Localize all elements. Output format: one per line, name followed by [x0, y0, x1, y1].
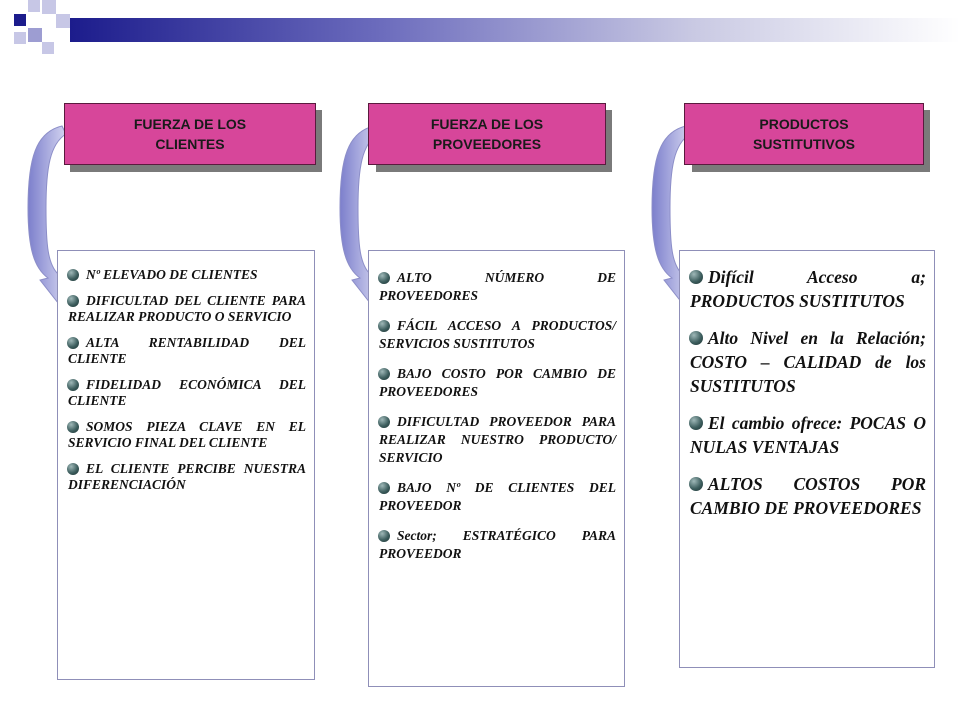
panel-sustitutivos: Difícil Acceso a; PRODUCTOS SUSTITUTOS A…	[679, 250, 935, 668]
header-label: FUERZA DE LOS CLIENTES	[133, 116, 247, 152]
bullet-icon	[378, 530, 390, 542]
bullet-icon	[378, 272, 390, 284]
list-item: BAJO COSTO POR CAMBIO DE PROVEEDORES	[378, 366, 616, 399]
bullet-icon	[378, 320, 390, 332]
bullet-icon	[689, 416, 703, 430]
list-item: DIFICULTAD DEL CLIENTE PARA REALIZAR PRO…	[67, 293, 306, 324]
bullet-icon	[67, 337, 79, 349]
corner-square-light	[42, 42, 54, 54]
list-item: FIDELIDAD ECONÓMICA DEL CLIENTE	[67, 377, 306, 408]
corner-square-light	[14, 32, 26, 44]
title-gradient-bar	[70, 18, 960, 42]
header-productos-sustitutivos: PRODUCTOS SUSTITUTIVOS	[684, 103, 924, 165]
corner-square-light	[56, 14, 70, 28]
list-item: ALTO NÚMERO DE PROVEEDORES	[378, 270, 616, 303]
bullet-icon	[689, 477, 703, 491]
list-item: FÁCIL ACCESO A PRODUCTOS/ SERVICIOS SUST…	[378, 318, 616, 351]
header-label: FUERZA DE LOS PROVEEDORES	[430, 116, 544, 152]
panel-proveedores: ALTO NÚMERO DE PROVEEDORES FÁCIL ACCESO …	[368, 250, 625, 687]
list-item: DIFICULTAD PROVEEDOR PARA REALIZAR NUEST…	[378, 414, 616, 465]
header-fuerza-proveedores: FUERZA DE LOS PROVEEDORES	[368, 103, 606, 165]
bullet-icon	[67, 421, 79, 433]
corner-square-navy	[14, 14, 26, 26]
corner-square-mid	[28, 28, 42, 42]
bullet-icon	[378, 416, 390, 428]
corner-square-light	[28, 0, 40, 12]
header-fuerza-clientes: FUERZA DE LOS CLIENTES	[64, 103, 316, 165]
list-item: EL CLIENTE PERCIBE NUESTRA DIFERENCIACIÓ…	[67, 461, 306, 492]
list-item: El cambio ofrece: POCAS O NULAS VENTAJAS	[689, 413, 926, 457]
list-item: ALTA RENTABILIDAD DEL CLIENTE	[67, 335, 306, 366]
list-item: Nº ELEVADO DE CLIENTES	[67, 267, 306, 283]
list-clientes: Nº ELEVADO DE CLIENTES DIFICULTAD DEL CL…	[67, 267, 306, 493]
list-sustitutivos: Difícil Acceso a; PRODUCTOS SUSTITUTOS A…	[689, 265, 926, 520]
list-item: BAJO Nº DE CLIENTES DEL PROVEEDOR	[378, 480, 616, 513]
list-item: SOMOS PIEZA CLAVE EN EL SERVICIO FINAL D…	[67, 419, 306, 450]
list-item: ALTOS COSTOS POR CAMBIO DE PROVEEDORES	[689, 474, 926, 518]
corner-square-light	[42, 0, 56, 14]
bullet-icon	[67, 463, 79, 475]
list-item: Sector; ESTRATÉGICO PARA PROVEEDOR	[378, 528, 616, 561]
header-label: PRODUCTOS SUSTITUTIVOS	[753, 116, 855, 152]
bullet-icon	[689, 331, 703, 345]
list-item: Difícil Acceso a; PRODUCTOS SUSTITUTOS	[689, 267, 926, 311]
bullet-icon	[67, 379, 79, 391]
panel-clientes: Nº ELEVADO DE CLIENTES DIFICULTAD DEL CL…	[57, 250, 315, 680]
bullet-icon	[378, 368, 390, 380]
list-proveedores: ALTO NÚMERO DE PROVEEDORES FÁCIL ACCESO …	[378, 269, 616, 563]
bullet-icon	[689, 270, 703, 284]
list-item: Alto Nivel en la Relación; COSTO – CALID…	[689, 328, 926, 396]
bullet-icon	[67, 269, 79, 281]
bullet-icon	[67, 295, 79, 307]
bullet-icon	[378, 482, 390, 494]
